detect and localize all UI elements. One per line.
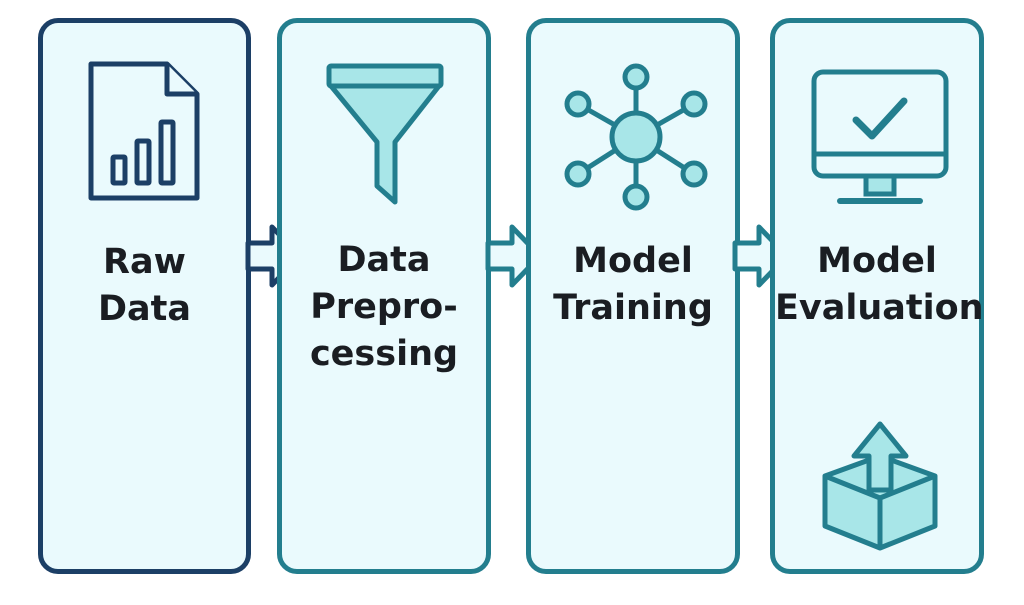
stage-model-training: Model Training (526, 18, 740, 574)
network-hub-icon (564, 63, 708, 211)
stage-label: Data Prepro- cessing (309, 240, 459, 374)
stage-label: Raw Data (97, 242, 192, 329)
funnel-icon (326, 63, 444, 205)
stage-label: Model Training (553, 241, 713, 328)
monitor-check-icon (811, 69, 949, 204)
stage-data-preprocessing: Data Prepro- cessing (277, 18, 491, 574)
stage-label: Model Evaluation (775, 241, 984, 328)
stage-model-evaluation: Model Evaluation (770, 18, 984, 574)
stage-raw-data: Raw Data (38, 18, 251, 574)
document-chart-icon (88, 61, 200, 201)
box-upload-icon (822, 421, 938, 551)
